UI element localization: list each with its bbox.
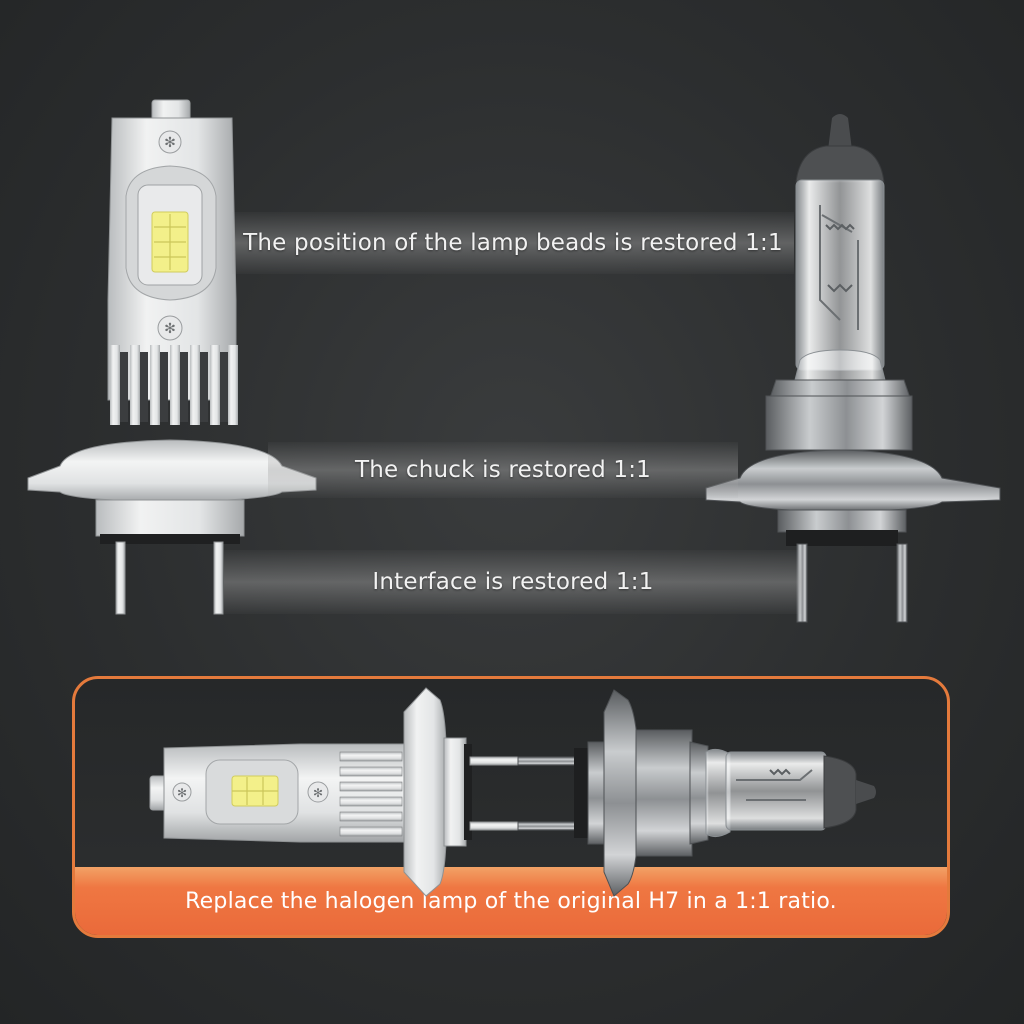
comparison-panel: Replace the halogen lamp of the original… <box>72 676 950 938</box>
chuck-label: The chuck is restored 1:1 <box>354 457 652 483</box>
lamp-beads-label: The position of the lamp beads is restor… <box>243 230 783 256</box>
lamp-beads-label-band: The position of the lamp beads is restor… <box>232 212 794 274</box>
svg-text:✻: ✻ <box>164 135 176 151</box>
interface-label-band: Interface is restored 1:1 <box>224 550 802 614</box>
led-bulb-icon: ✻ ✻ <box>27 99 317 615</box>
svg-text:✻: ✻ <box>164 321 176 337</box>
chuck-label-band: The chuck is restored 1:1 <box>268 442 738 498</box>
halogen-bulb-icon <box>705 114 1001 623</box>
caption-text: Replace the halogen lamp of the original… <box>185 888 837 914</box>
interface-label: Interface is restored 1:1 <box>372 569 654 595</box>
caption-bar: Replace the halogen lamp of the original… <box>75 867 947 935</box>
